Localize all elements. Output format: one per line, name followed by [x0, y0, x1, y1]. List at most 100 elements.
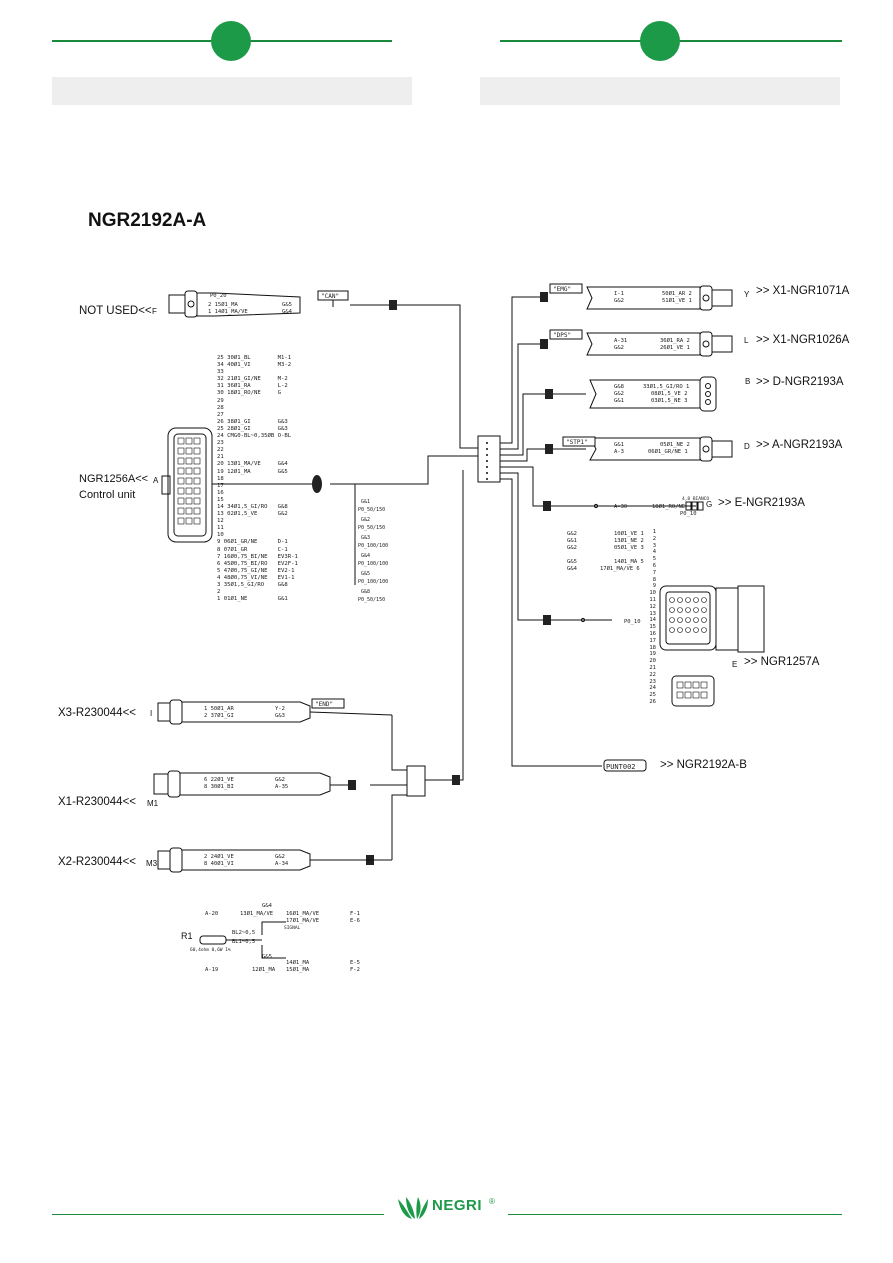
pin-number: 21 — [649, 664, 656, 671]
header-bar-left — [52, 77, 412, 105]
pin-m1: M1 — [147, 799, 159, 808]
pin-row: 29 — [217, 397, 224, 404]
svg-text:G&2: G&2 — [275, 777, 285, 783]
pin-number: 17 — [649, 637, 656, 644]
pin-number: 1 — [652, 529, 656, 535]
pin-number: 18 — [649, 644, 656, 651]
label-e-ngr2193a: >> E-NGR2193A — [718, 497, 805, 509]
svg-text:BL1~0,5: BL1~0,5 — [232, 939, 255, 945]
pin-row: 3 35Ø1,5_GI/RO G&8 — [217, 582, 288, 588]
svg-text:P0_50/150: P0_50/150 — [358, 525, 385, 531]
pin-number: 12 — [649, 603, 656, 610]
svg-text:14Ø1_MA 5: 14Ø1_MA 5 — [614, 558, 644, 565]
label-d-ngr2193a: >> D-NGR2193A — [756, 376, 844, 388]
svg-text:G&5: G&5 — [262, 954, 272, 960]
svg-text:08Ø1,5_VE 2: 08Ø1,5_VE 2 — [651, 390, 687, 397]
pin-row: 17 — [217, 482, 224, 489]
pin-number: 5 — [652, 556, 656, 563]
pin-row: 6 45Ø0,75_BI/RO EV2F-1 — [217, 560, 298, 567]
pin-row: 12 — [217, 518, 224, 525]
pin-number: 4 — [652, 549, 656, 556]
svg-text:G&2: G&2 — [567, 545, 577, 551]
svg-text:A-34: A-34 — [275, 861, 289, 867]
negri-logo-icon — [398, 1197, 428, 1219]
pin-row: 8 07Ø1_GR C-1 — [217, 546, 288, 553]
pin-number: 25 — [649, 692, 656, 699]
header-dot-right — [640, 21, 680, 61]
pin-number: 15 — [649, 624, 656, 631]
svg-text:G&5: G&5 — [282, 302, 292, 308]
pin-row: 33 — [217, 369, 224, 376]
pin-row: 11 — [217, 525, 224, 532]
svg-text:G&1: G&1 — [614, 398, 624, 404]
svg-text:G&4: G&4 — [262, 903, 273, 909]
pin-row: 4 48Ø0,75_VI/NE EV1-1 — [217, 574, 295, 581]
pin-row: 13 02Ø1,5_VE G&2 — [217, 511, 288, 518]
svg-text:06Ø1_GR/NE 1: 06Ø1_GR/NE 1 — [648, 448, 688, 455]
pin-number: 6 — [652, 562, 656, 569]
pin-row: 22 — [217, 447, 224, 454]
pin-number: 14 — [649, 617, 656, 624]
svg-text:G&2: G&2 — [361, 517, 370, 523]
svg-text:G&1: G&1 — [361, 499, 370, 505]
pin-number: 19 — [649, 651, 656, 658]
svg-text:17Ø1_MA/VE 6: 17Ø1_MA/VE 6 — [600, 565, 640, 572]
svg-text:P0_50/150: P0_50/150 — [358, 507, 385, 513]
svg-text:G&1: G&1 — [567, 538, 577, 544]
label-control-unit: Control unit — [79, 489, 136, 501]
pin-number: 11 — [649, 596, 656, 603]
pin-row: 30 18Ø1_RO/NE G — [217, 390, 281, 397]
pin-row: 31 36Ø1_RA L-2 — [217, 383, 288, 390]
svg-text:P0_100/100: P0_100/100 — [358, 561, 388, 567]
label-x1-ngr1026a: >> X1-NGR1026A — [756, 334, 850, 346]
pin-row: 26 38Ø1_GI G&3 — [217, 418, 288, 425]
svg-text:SIGNAL: SIGNAL — [284, 925, 301, 931]
svg-text:36Ø1_RA 2: 36Ø1_RA 2 — [660, 337, 690, 344]
svg-text:"END": "END" — [315, 701, 333, 708]
svg-text:G&2: G&2 — [614, 298, 624, 304]
pin-row: 24 CMG0-BL~0,35ØB O-BL — [217, 433, 292, 440]
svg-text:26Ø1_VE 1: 26Ø1_VE 1 — [660, 344, 690, 351]
pin-row: 34 40Ø1_VI M3-2 — [217, 362, 292, 369]
pin-d: D — [744, 442, 750, 451]
svg-text:P0_50/150: P0_50/150 — [358, 597, 385, 603]
pin-number: 8 — [652, 576, 656, 583]
svg-text:60,4ohm 0,6W 1%: 60,4ohm 0,6W 1% — [190, 947, 231, 953]
svg-text:8 30Ø1_BI: 8 30Ø1_BI — [204, 783, 234, 790]
svg-text:2 24Ø1_VE: 2 24Ø1_VE — [204, 853, 234, 860]
svg-text:18Ø1_RO/NE: 18Ø1_RO/NE — [652, 503, 685, 510]
pin-l: L — [744, 336, 749, 345]
pin-number: 20 — [649, 658, 656, 665]
svg-text:"EMG": "EMG" — [553, 286, 571, 293]
pin-g: G — [706, 500, 713, 509]
svg-text:A-35: A-35 — [275, 784, 288, 790]
splice-box-main — [477, 435, 501, 483]
svg-text:A-31: A-31 — [614, 338, 627, 344]
label-a-ngr2193a: >> A-NGR2193A — [756, 439, 843, 451]
svg-text:I-1: I-1 — [614, 291, 624, 297]
pin-row: 32 21Ø1_GI/NE M-2 — [217, 376, 288, 383]
pin-row: 20 13Ø1_MA/VE G&4 — [217, 461, 288, 468]
svg-text:17Ø1_MA/VE: 17Ø1_MA/VE — [286, 917, 319, 924]
svg-text:P0_20: P0_20 — [210, 293, 227, 299]
svg-text:F-2: F-2 — [350, 967, 360, 973]
svg-text:16Ø1_MA/VE: 16Ø1_MA/VE — [286, 910, 319, 917]
label-x1-ngr1071a: >> X1-NGR1071A — [756, 285, 850, 297]
svg-text:G&4: G&4 — [567, 566, 578, 572]
svg-text:Y-2: Y-2 — [275, 706, 285, 712]
pin-row: 18 — [217, 475, 224, 482]
svg-text:05Ø1_NE 2: 05Ø1_NE 2 — [660, 441, 690, 448]
svg-text:G&3: G&3 — [361, 535, 370, 541]
svg-text:12Ø1_MA: 12Ø1_MA — [252, 966, 276, 973]
pin-row: 5 47Ø0,75_GI/NE EV2-1 — [217, 567, 295, 574]
pin-y: Y — [744, 290, 750, 299]
pin-b: B — [745, 377, 751, 386]
svg-text:14Ø1_MA: 14Ø1_MA — [286, 959, 310, 966]
pin-row: 19 12Ø1_MA G&5 — [217, 468, 288, 475]
svg-text:E-6: E-6 — [350, 918, 360, 924]
page-title: NGR2192A-A — [88, 210, 207, 231]
pin-e: E — [732, 660, 738, 669]
svg-text:A-19: A-19 — [205, 967, 218, 973]
svg-text:G&3: G&3 — [275, 713, 285, 719]
